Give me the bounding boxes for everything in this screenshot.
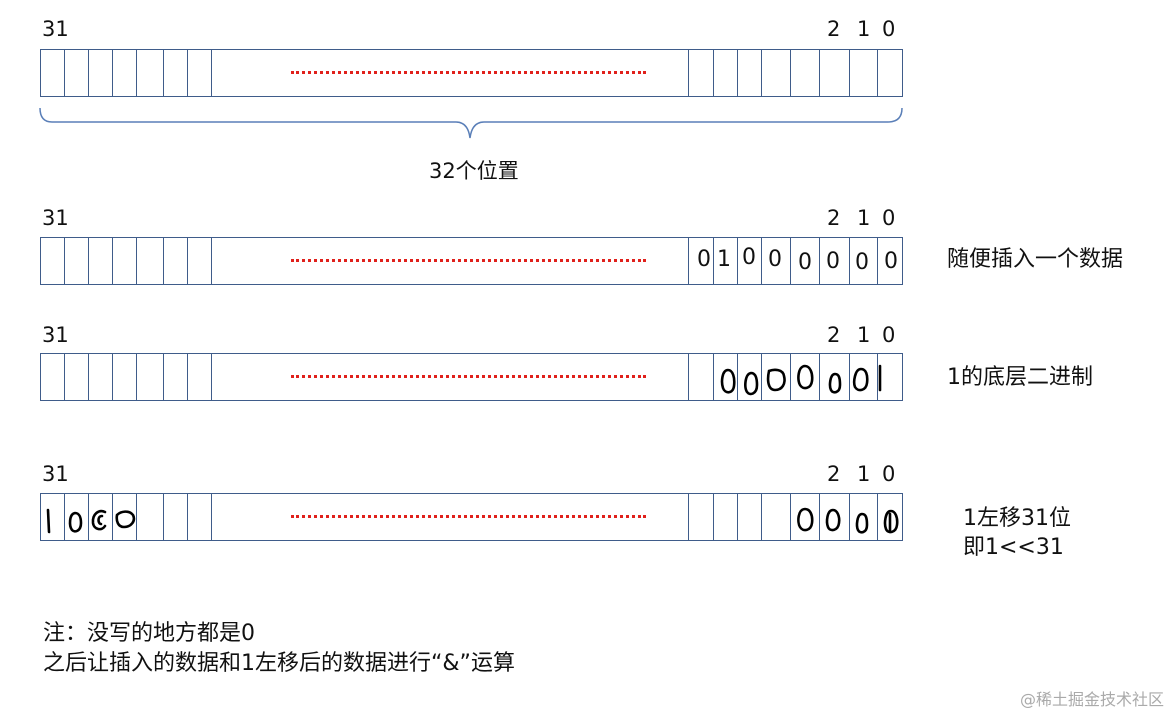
bit-label-0: 0 bbox=[882, 206, 896, 230]
bit-label-0: 0 bbox=[882, 462, 896, 486]
brace-label: 32个位置 bbox=[429, 159, 519, 183]
brace-icon bbox=[39, 107, 903, 139]
bit-label-0: 0 bbox=[882, 323, 896, 347]
bit-register-row-2: 0 1 0 0 0 0 0 0 bbox=[40, 237, 903, 285]
bit-digit: 0 bbox=[697, 247, 711, 272]
ellipsis-dots bbox=[291, 259, 646, 262]
row-4-description-line-1: 1左移31位 bbox=[963, 506, 1071, 531]
watermark: @稀土掘金技术社区 bbox=[1019, 690, 1164, 709]
bit-label-2: 2 bbox=[827, 17, 841, 41]
bit-label-31: 31 bbox=[42, 462, 69, 486]
ellipsis-dots bbox=[291, 515, 646, 518]
bit-label-31: 31 bbox=[42, 206, 69, 230]
handwritten-zero bbox=[766, 368, 786, 392]
bit-register-row-4 bbox=[40, 493, 903, 541]
bit-digit: 0 bbox=[742, 245, 756, 270]
handwritten-zero bbox=[68, 511, 83, 533]
handwritten-zero bbox=[744, 371, 759, 396]
bit-digit: 0 bbox=[826, 249, 840, 274]
bit-label-2: 2 bbox=[827, 462, 841, 486]
ellipsis-dots bbox=[291, 71, 646, 74]
row-4-description-line-2: 即1<<31 bbox=[963, 535, 1064, 560]
bit-label-2: 2 bbox=[827, 206, 841, 230]
row-3-description: 1的底层二进制 bbox=[947, 365, 1093, 390]
row-2-description: 随便插入一个数据 bbox=[947, 247, 1124, 272]
handwritten-zero bbox=[797, 507, 814, 532]
bit-label-31: 31 bbox=[42, 323, 69, 347]
bit-label-1: 1 bbox=[857, 17, 871, 41]
handwritten-one bbox=[878, 364, 882, 392]
bit-label-2: 2 bbox=[827, 323, 841, 347]
bit-label-31: 31 bbox=[42, 17, 69, 41]
handwritten-zero bbox=[91, 509, 107, 531]
bit-label-1: 1 bbox=[857, 323, 871, 347]
handwritten-zero bbox=[855, 512, 869, 534]
bit-label-1: 1 bbox=[857, 206, 871, 230]
handwritten-zero bbox=[825, 508, 841, 532]
bit-digit: 0 bbox=[884, 249, 898, 274]
handwritten-zero bbox=[797, 364, 814, 390]
bit-register-row-3 bbox=[40, 353, 903, 401]
note-line-1: 注：没写的地方都是0 bbox=[43, 621, 255, 646]
handwritten-one bbox=[46, 508, 51, 534]
bit-digit: 0 bbox=[855, 250, 869, 275]
handwritten-zero bbox=[852, 367, 869, 392]
bit-label-0: 0 bbox=[882, 17, 896, 41]
bit-digit: 1 bbox=[717, 247, 731, 272]
handwritten-zero bbox=[828, 372, 842, 394]
bit-label-1: 1 bbox=[857, 462, 871, 486]
bit-digit: 0 bbox=[798, 250, 812, 275]
ellipsis-dots bbox=[291, 375, 646, 378]
handwritten-zero bbox=[115, 510, 136, 529]
handwritten-zero bbox=[720, 368, 736, 394]
bit-digit: 0 bbox=[768, 247, 782, 272]
bit-register-row-1 bbox=[40, 49, 903, 97]
note-line-2: 之后让插入的数据和1左移后的数据进行“&”运算 bbox=[43, 651, 515, 676]
handwritten-zero bbox=[883, 509, 899, 534]
